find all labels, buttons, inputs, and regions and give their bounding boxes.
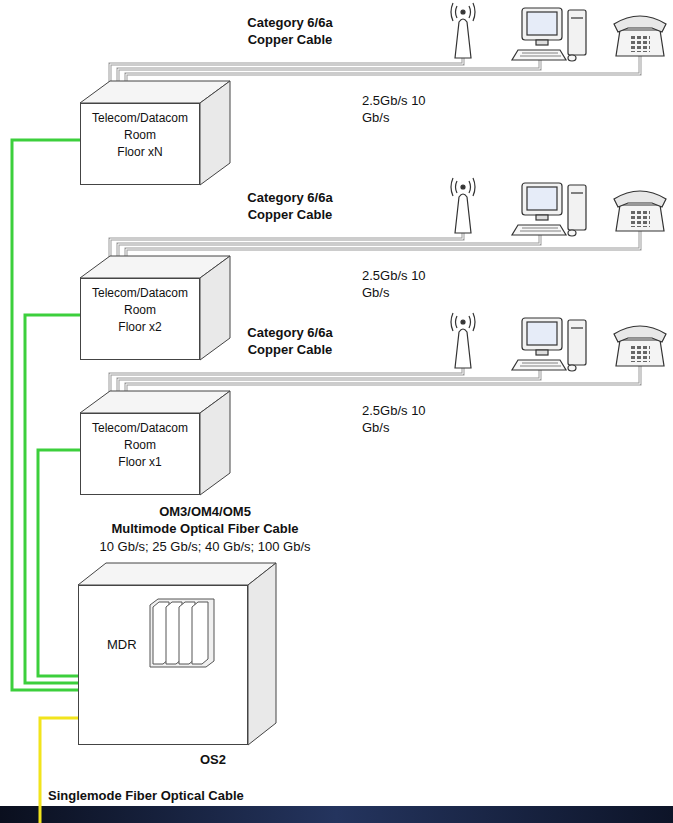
mdr-box: MDR xyxy=(78,585,248,745)
fiber-connector xyxy=(12,140,80,690)
room-text: Telecom/Datacom Room xyxy=(85,420,195,454)
box-3d-faces xyxy=(80,81,230,185)
rack-illustration xyxy=(150,599,214,667)
cable-label: Category 6/6a Copper Cable xyxy=(235,189,345,223)
room-text: Telecom/Datacom Room xyxy=(85,285,195,319)
room-text: MDR xyxy=(107,636,243,653)
speed-label: 2.5Gb/s 10 Gb/s xyxy=(362,402,426,436)
box-3d-faces xyxy=(80,256,230,360)
fiber-connector xyxy=(25,315,80,683)
speed-label: 10 Gb/s; 25 Gb/s; 40 Gb/s; 100 Gb/s xyxy=(88,538,322,555)
box-3d-faces xyxy=(78,563,276,745)
telecom-room-box: Telecom/Datacom RoomFloor x2 xyxy=(80,278,200,360)
bottom-band xyxy=(0,806,673,823)
cable-label: OS2 xyxy=(200,751,260,768)
speed-label: 2.5Gb/s 10 Gb/s xyxy=(362,92,426,126)
fiber-connector xyxy=(38,450,80,676)
cable-label: Singlemode Fiber Optical Cable xyxy=(48,787,308,804)
speed-label: 2.5Gb/s 10 Gb/s xyxy=(362,267,426,301)
singlemode-fiber xyxy=(40,718,78,823)
room-text: Telecom/Datacom Room xyxy=(85,110,195,144)
telecom-room-box: Telecom/Datacom RoomFloor x1 xyxy=(80,413,200,495)
room-text: Floor x2 xyxy=(85,319,195,336)
cable-label: OM3/OM4/OM5 xyxy=(95,503,315,520)
room-text: Floor xN xyxy=(85,144,195,161)
cable-label: Category 6/6a Copper Cable xyxy=(235,14,345,48)
cable-label: Multimode Optical Fiber Cable xyxy=(95,520,315,537)
box-3d-faces xyxy=(80,391,230,495)
cable-label: Category 6/6a Copper Cable xyxy=(235,324,345,358)
room-text: Floor x1 xyxy=(85,454,195,471)
telecom-room-box: Telecom/Datacom RoomFloor xN xyxy=(80,103,200,185)
